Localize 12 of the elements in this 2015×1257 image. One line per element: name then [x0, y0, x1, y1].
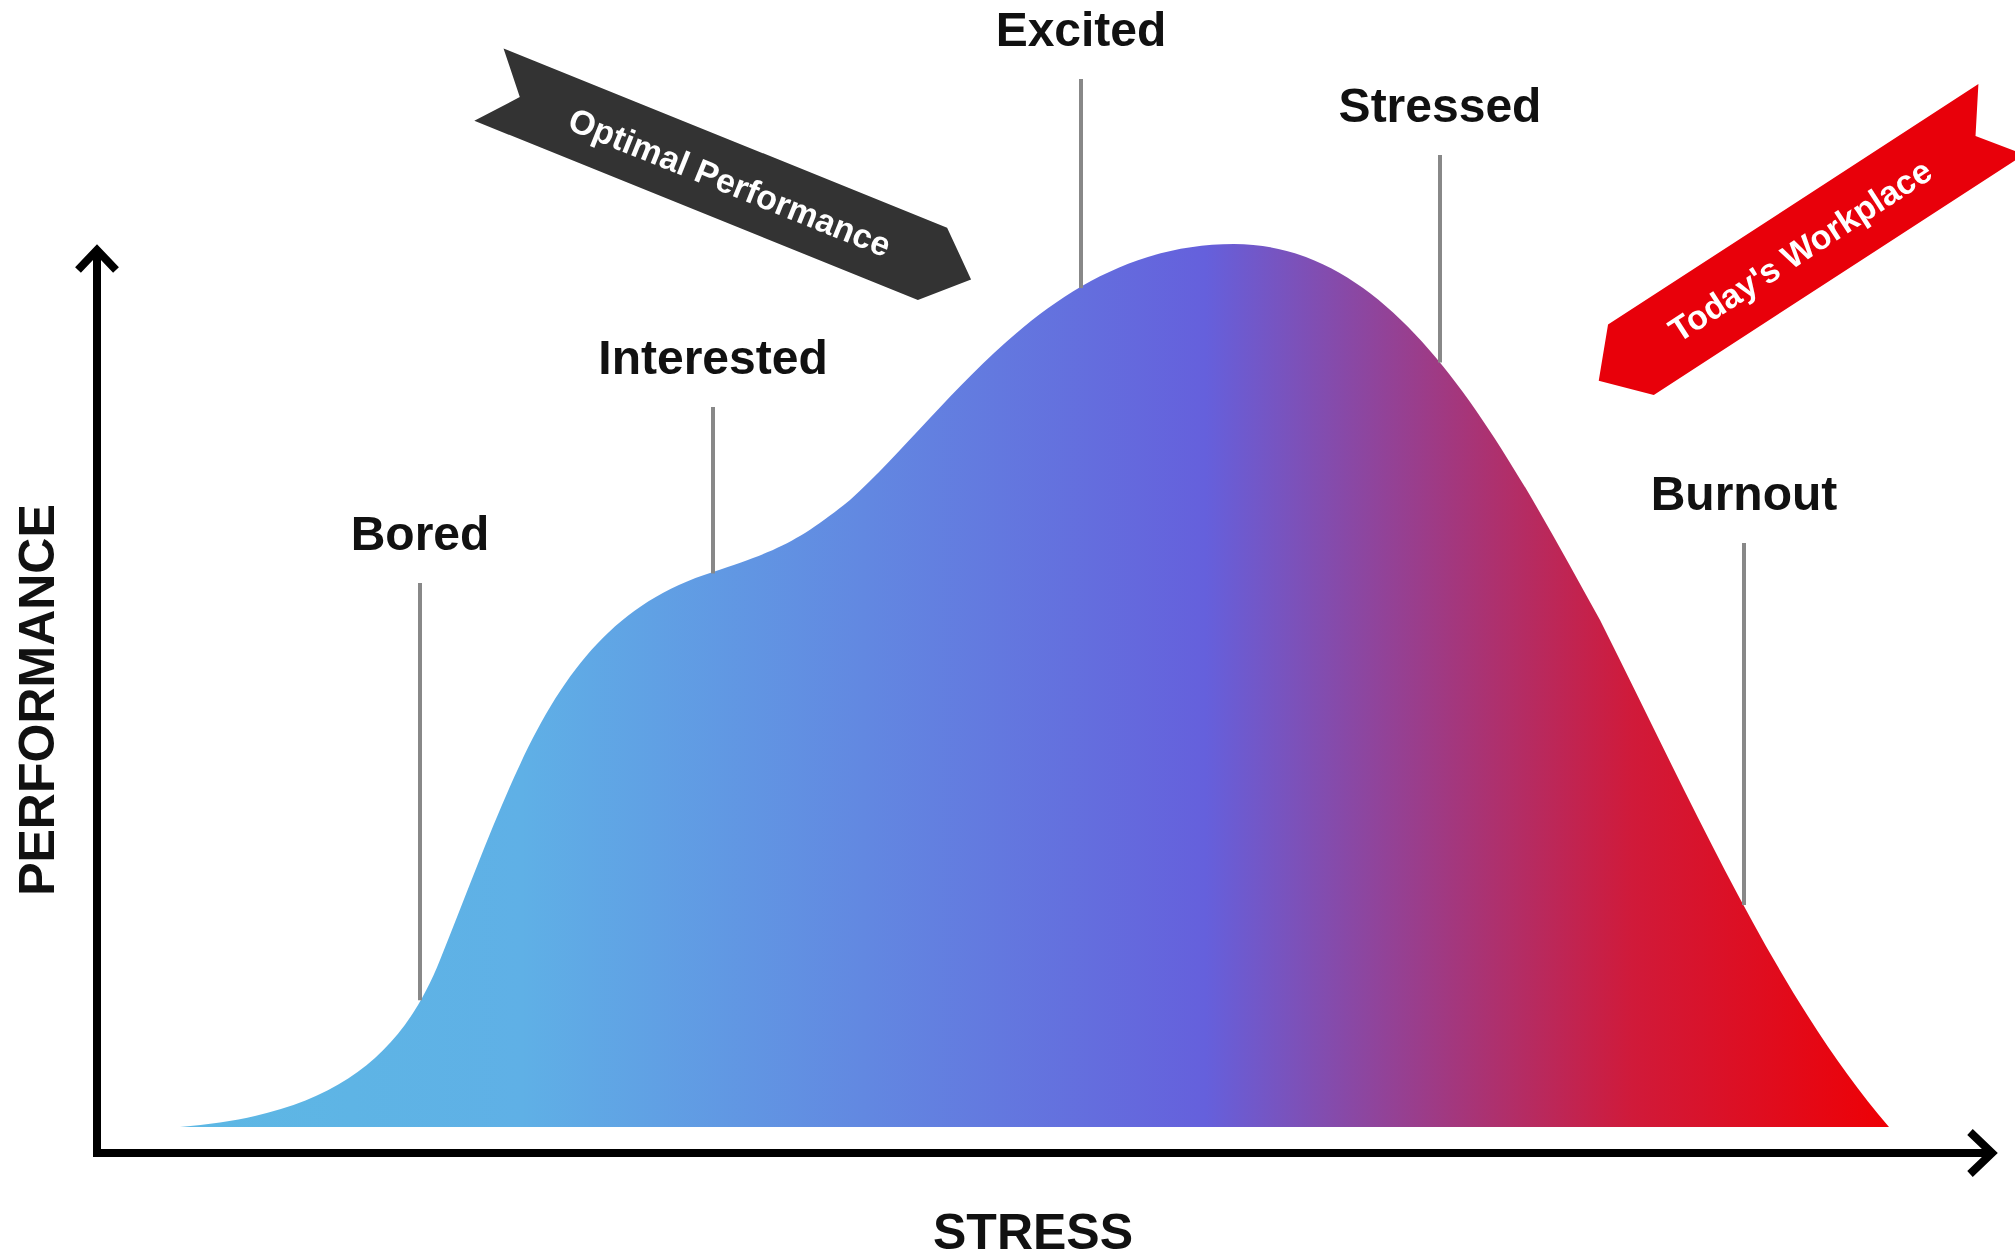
state-label: Burnout [1650, 470, 1838, 550]
state-label: Bored [350, 510, 490, 590]
state-label: Stressed [1338, 82, 1542, 162]
leader-line [1079, 79, 1083, 289]
leader-line [1438, 155, 1442, 363]
leader-line [1742, 543, 1746, 906]
state-label: Interested [598, 334, 828, 414]
axis-title: STRESS [933, 1207, 1134, 1257]
axis-title: PERFORMANCE [11, 504, 62, 896]
leader-line [711, 407, 715, 574]
leader-line [418, 583, 422, 1001]
state-label: Excited [995, 6, 1167, 86]
